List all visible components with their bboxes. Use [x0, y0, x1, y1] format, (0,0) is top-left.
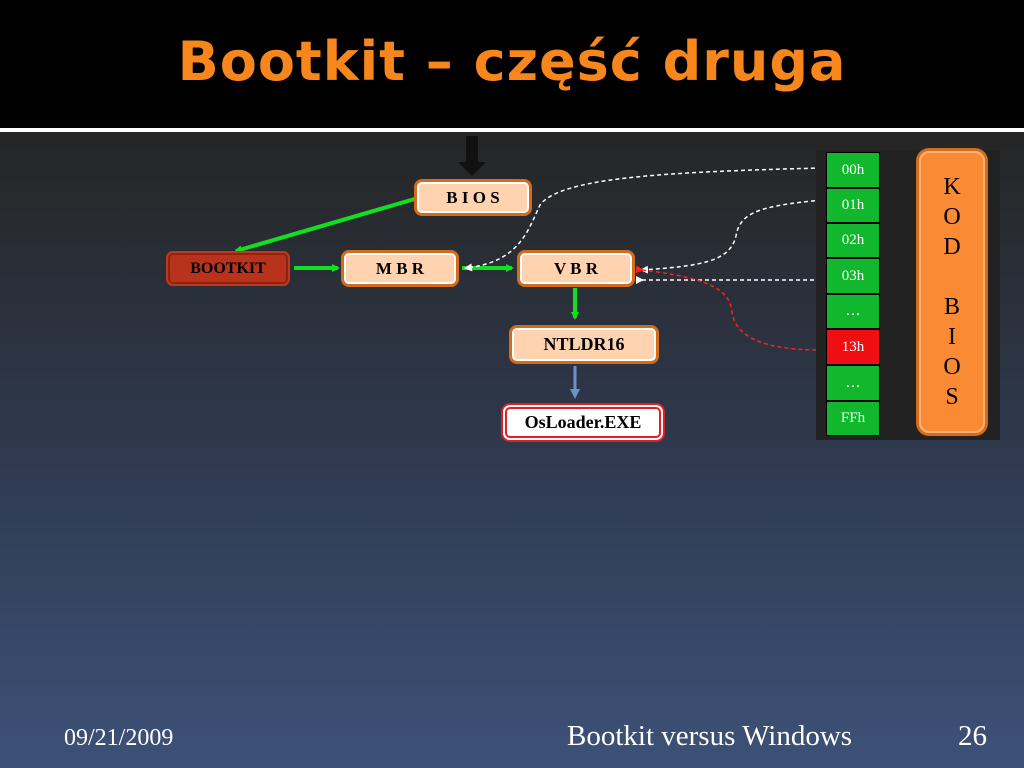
- node-osloader: OsLoader.EXE: [505, 407, 661, 438]
- kod-bios-letter: I: [948, 324, 956, 350]
- kod-bios-letter: [921, 262, 983, 292]
- title-bar: [0, 0, 1024, 128]
- ivt-cell: 02h: [826, 223, 880, 258]
- title-divider: [0, 128, 1024, 132]
- node-mbr: M B R: [344, 253, 456, 284]
- ivt-cell: 00h: [826, 152, 880, 188]
- kod-bios-letter: O: [943, 354, 961, 380]
- node-bios: B I O S: [417, 182, 529, 213]
- ivt-cell: 01h: [826, 188, 880, 223]
- ivt-cell: FFh: [826, 401, 880, 436]
- dashed-link-vbr-13h: [635, 265, 824, 354]
- kod-bios-letter: D: [943, 234, 961, 260]
- footer-title: Bootkit versus Windows: [567, 720, 853, 752]
- ivt-cell-highlighted: 13h: [826, 329, 880, 365]
- kod-bios-letter: O: [943, 204, 961, 230]
- node-bootkit: BOOTKIT: [168, 253, 288, 284]
- entry-arrow: [458, 136, 486, 176]
- slide-title: Bootkit – część druga: [177, 30, 847, 93]
- ivt-cell: 03h: [826, 258, 880, 294]
- kod-bios-block: K O D B I O S: [919, 151, 985, 433]
- node-ntldr16: NTLDR16: [512, 328, 656, 361]
- footer-date: 09/21/2009: [64, 725, 174, 751]
- arrow-bios-bootkit: [234, 196, 419, 254]
- ivt-cell: …: [826, 365, 880, 401]
- page-number: 26: [958, 720, 987, 752]
- node-vbr: V B R: [520, 253, 632, 284]
- dashed-link-01h-vbr: [640, 195, 829, 274]
- kod-bios-letter: B: [943, 294, 960, 320]
- kod-bios-letter: S: [945, 384, 959, 410]
- ivt-cell: …: [826, 294, 880, 329]
- kod-bios-letter: K: [943, 174, 961, 200]
